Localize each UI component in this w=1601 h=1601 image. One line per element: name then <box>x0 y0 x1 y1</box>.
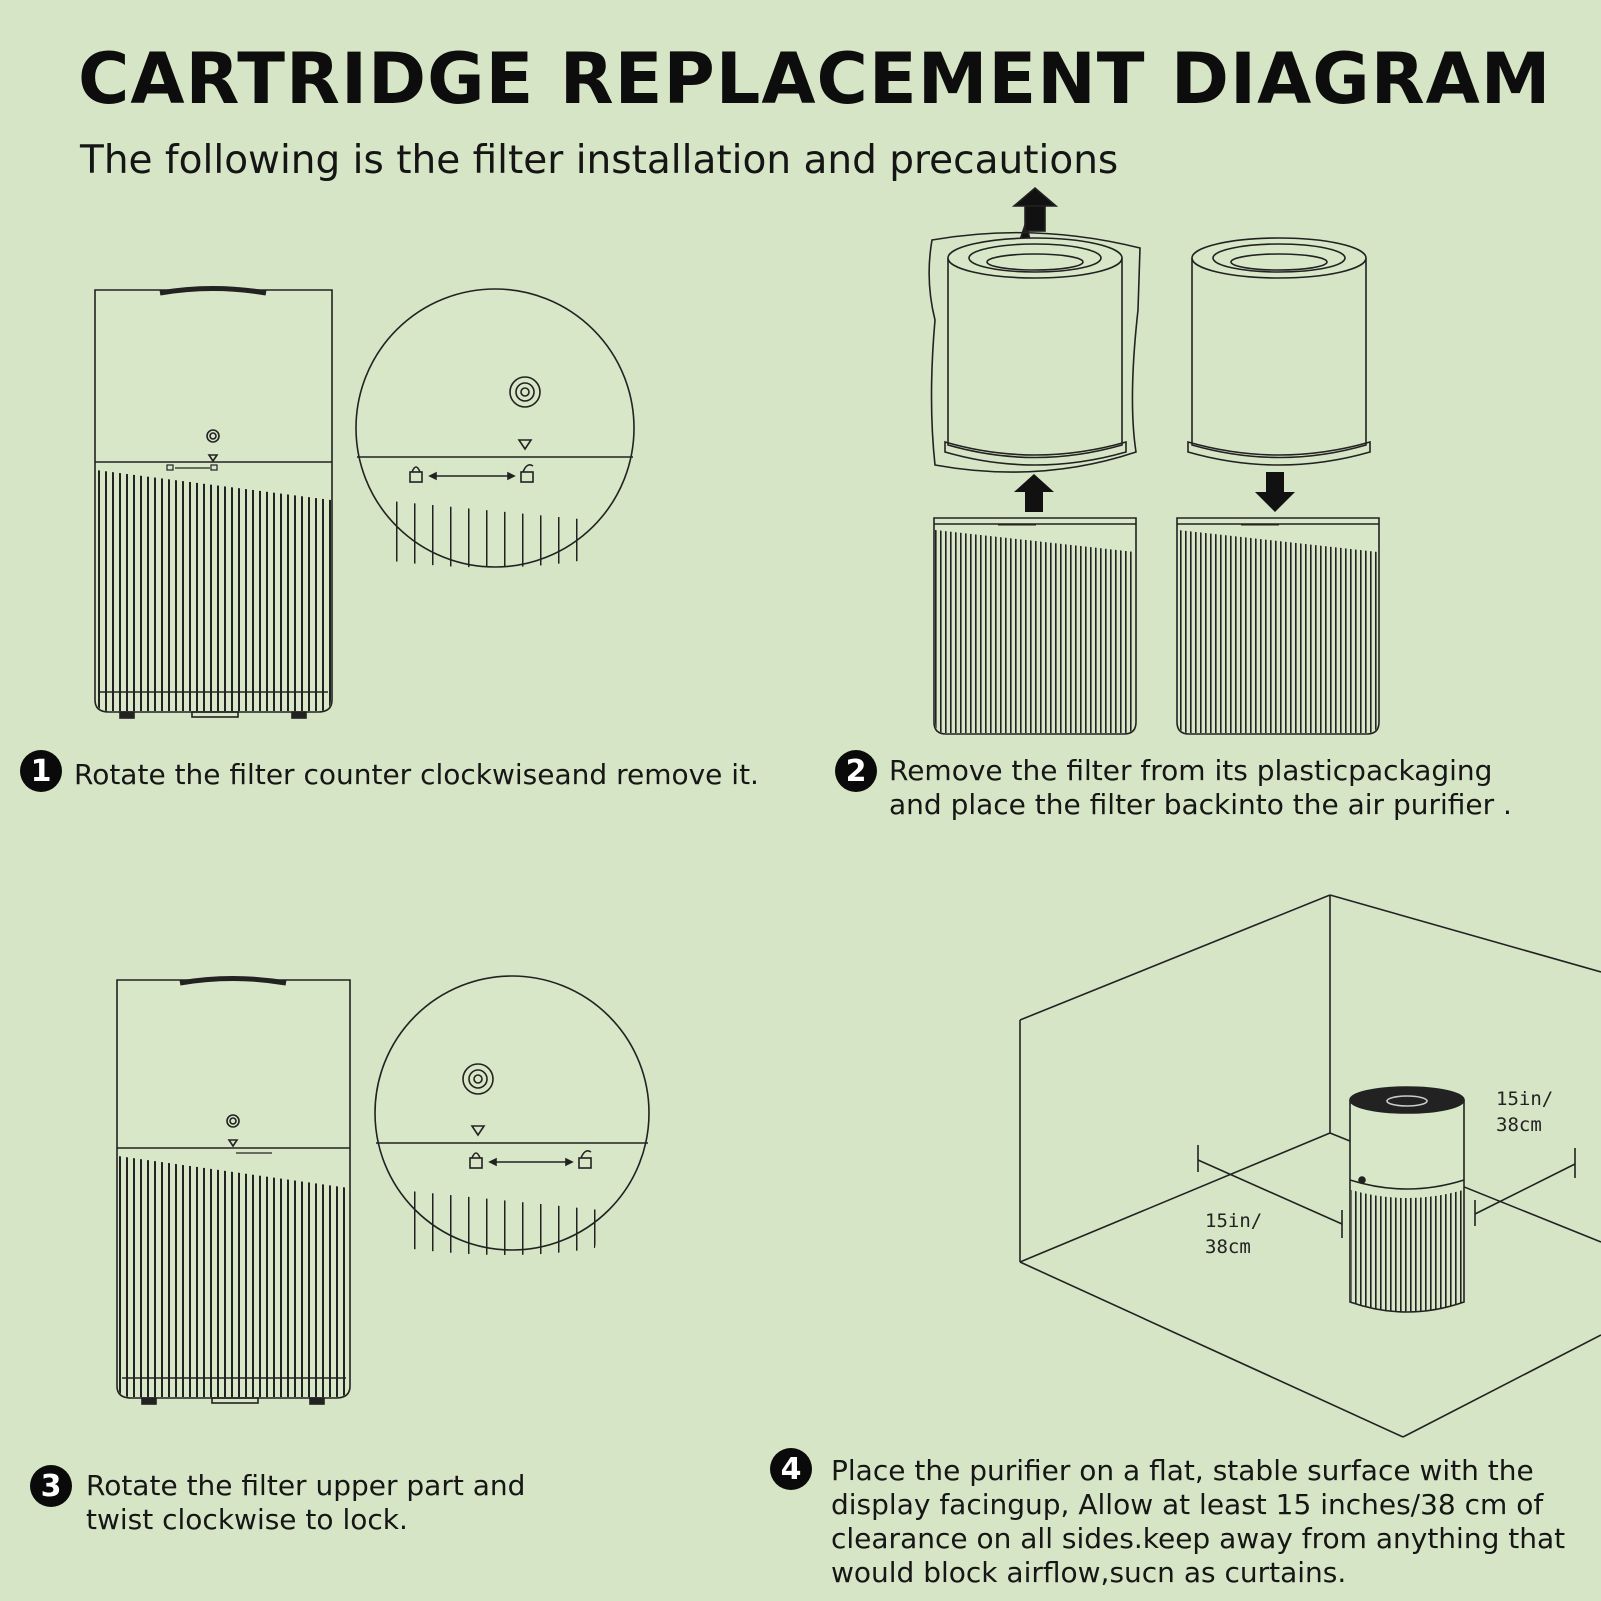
purifier-base-left <box>933 517 1137 735</box>
lock-icon <box>166 464 174 471</box>
diagram-title: CARTRIDGE REPLACEMENT DIAGRAM <box>78 38 1552 120</box>
step-2: 2 Remove the filter from its plasticpack… <box>835 750 1512 822</box>
room-corner <box>1019 894 1601 1438</box>
step-1-badge: 1 <box>20 750 62 792</box>
arrow-up-icon <box>1014 474 1054 512</box>
step-4: 4 Place the purifier on a flat, stable s… <box>770 1448 1565 1590</box>
filter-in-bag <box>928 186 1141 473</box>
unlock-icon <box>210 464 218 471</box>
step-1-text: Rotate the filter counter clockwiseand r… <box>74 758 759 791</box>
step-3-badge: 3 <box>30 1465 72 1507</box>
zoom-circle-step1 <box>355 288 635 568</box>
clearance-label-left: 15in/ 38cm <box>1205 1210 1263 1258</box>
step-2-text: Remove the filter from its plasticpackag… <box>889 754 1512 821</box>
zoom-circle-step3 <box>374 975 650 1255</box>
step-2-badge: 2 <box>835 750 877 792</box>
purifier-step1 <box>94 286 333 719</box>
arrow-down-icon <box>1255 472 1295 512</box>
step-3: 3 Rotate the filter upper part and twist… <box>30 1465 525 1537</box>
diagram-subtitle: The following is the filter installation… <box>80 138 1119 183</box>
clearance-lines <box>1197 1145 1576 1238</box>
purifier-step4 <box>1349 1086 1465 1313</box>
purifier-step3 <box>116 976 351 1405</box>
step-4-text: Place the purifier on a flat, stable sur… <box>831 1454 1566 1589</box>
clearance-label-right: 15in/ 38cm <box>1496 1088 1554 1136</box>
step-1: 1 Rotate the filter counter clockwiseand… <box>20 750 759 792</box>
filter-out-bag <box>1187 237 1371 466</box>
purifier-base-right <box>1176 517 1380 735</box>
step-3-text: Rotate the filter upper part and twist c… <box>86 1469 526 1536</box>
step-4-badge: 4 <box>770 1448 812 1490</box>
